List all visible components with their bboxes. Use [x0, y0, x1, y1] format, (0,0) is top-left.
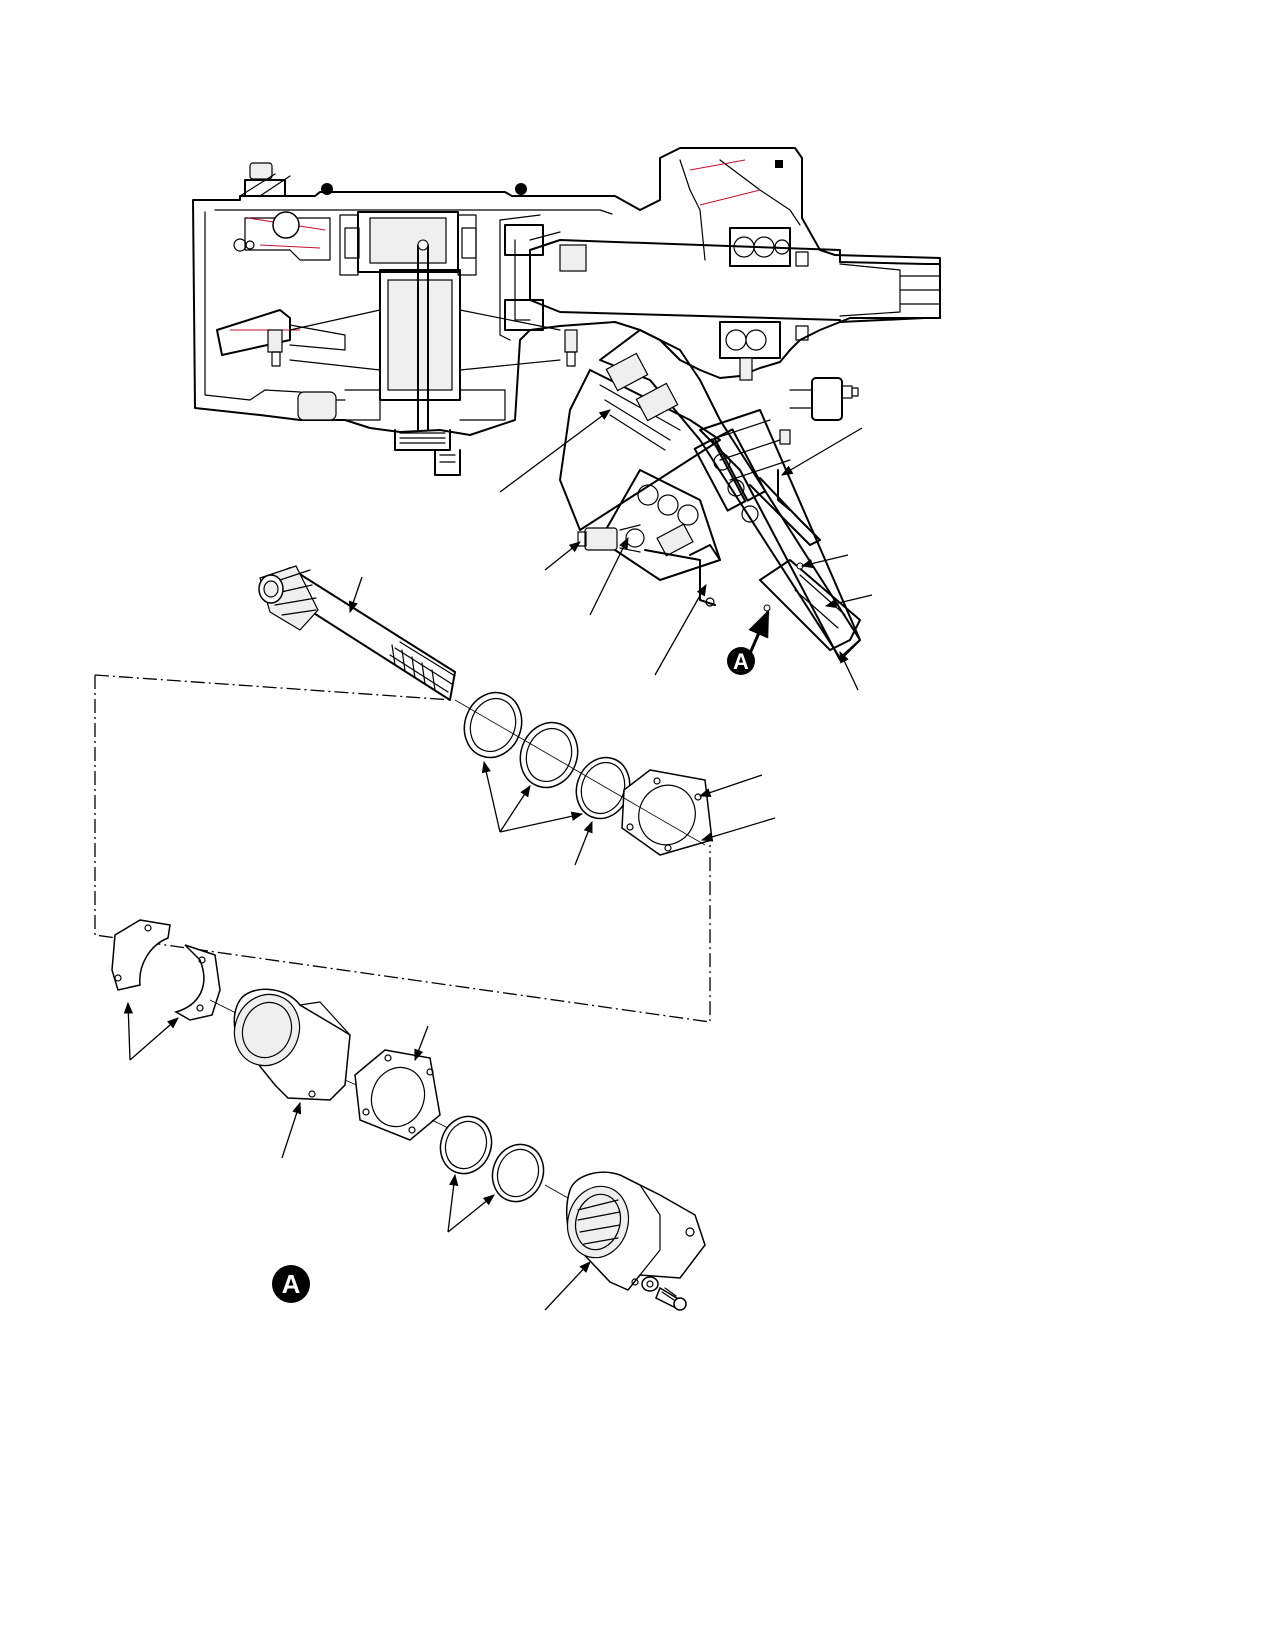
bolt-and-washer	[641, 1276, 687, 1311]
split-shim-halves	[111, 919, 241, 1061]
relation-lines	[94, 674, 711, 1023]
lower-gasket	[354, 1025, 453, 1141]
extension-housing	[544, 1171, 706, 1311]
cross-section-leaders	[499, 409, 873, 691]
callout-a-bottom-label: A	[282, 1269, 301, 1299]
callout-a-top-label: A	[733, 649, 749, 674]
bearing-carrier	[233, 988, 369, 1159]
shim-rings-upper	[454, 691, 713, 856]
shim-rings-upper-leaders	[481, 760, 776, 866]
callout-a-top: A	[727, 647, 755, 675]
callout-a-bottom: A	[272, 1265, 310, 1303]
pinion-housing-section	[559, 329, 861, 661]
pinion-shaft	[258, 565, 456, 701]
shim-rings-lower	[439, 1115, 569, 1233]
transmission-cross-section	[192, 147, 941, 476]
